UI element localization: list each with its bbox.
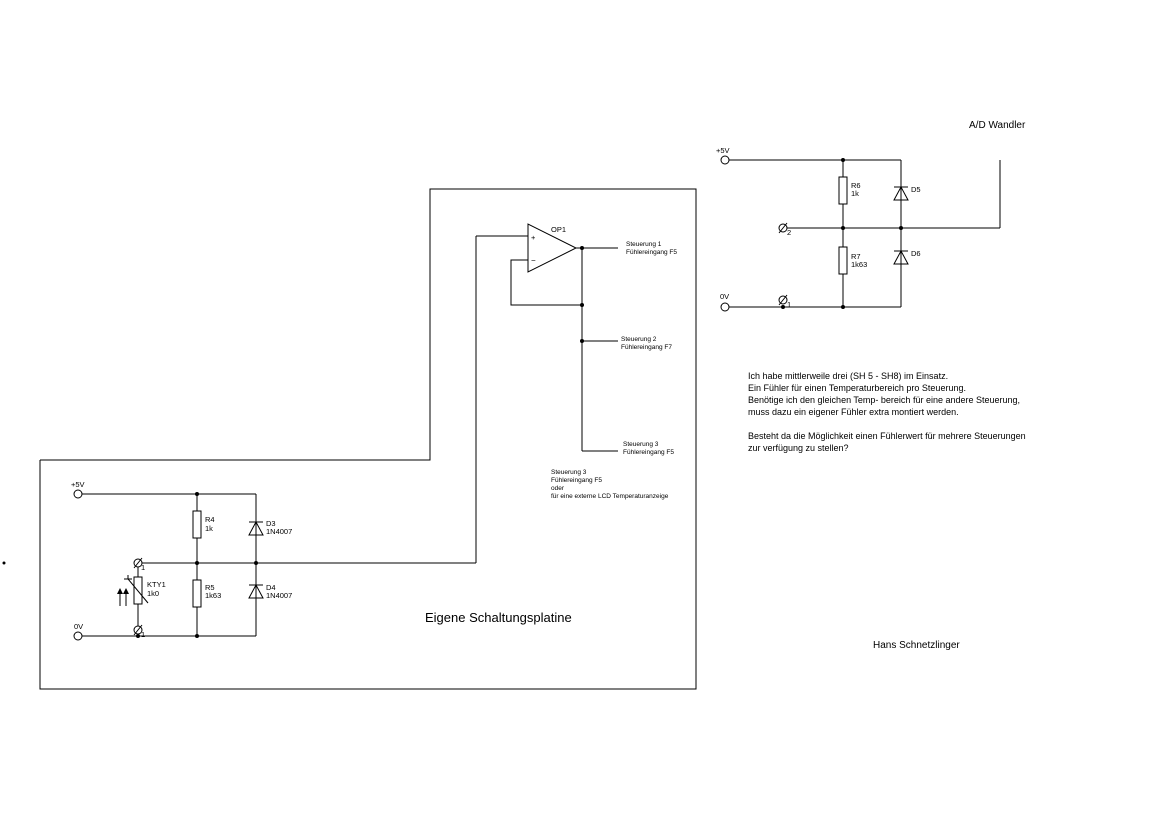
d4-ref: D4	[266, 583, 276, 592]
r6-value: 1k	[851, 189, 859, 198]
question-text: Ich habe mittlerweile drei (SH 5 - SH8) …	[748, 371, 1026, 453]
junction	[841, 305, 845, 309]
pin-top-label: 1	[141, 563, 145, 572]
output1-line1: Steuerung 1	[626, 241, 662, 248]
diode-d5	[893, 185, 909, 201]
opamp-op1	[527, 223, 578, 273]
output2-line2: Fühlereingang F7	[621, 344, 672, 351]
question-line: Besteht da die Möglichkeit einen Fühlerw…	[748, 431, 1026, 441]
diode-d4	[248, 583, 264, 599]
resistor-r4	[192, 510, 202, 539]
r5-value: 1k63	[205, 591, 221, 600]
note-line4: für eine externe LCD Temperaturanzeige	[551, 493, 669, 500]
note-line2: Fühlereingang F5	[551, 477, 602, 484]
r4-ref: R4	[205, 515, 215, 524]
terminal-slash	[133, 624, 143, 636]
junction	[781, 305, 785, 309]
r4-value: 1k	[205, 524, 213, 533]
pin-bottom-label: 1	[141, 630, 145, 639]
question-line: zur verfügung zu stellen?	[748, 443, 849, 453]
board-outline	[39, 188, 697, 690]
terminal-slash	[133, 557, 143, 569]
output3-line2: Fühlereingang F5	[623, 449, 674, 456]
wire-opamp-feedback	[510, 259, 582, 306]
label-plus5v: +5V	[71, 480, 85, 489]
question-line: Ich habe mittlerweile drei (SH 5 - SH8) …	[748, 371, 948, 381]
question-line: muss dazu ein eigener Fühler extra monti…	[748, 407, 959, 417]
r6-ref: R6	[851, 181, 861, 190]
opamp-ref: OP1	[551, 225, 566, 234]
d3-value: 1N4007	[266, 527, 292, 536]
r5-ref: R5	[205, 583, 215, 592]
d4-value: 1N4007	[266, 591, 292, 600]
note-line3: oder	[551, 485, 565, 492]
diode-d3	[248, 520, 264, 536]
adc-terminal-zero-volt[interactable]	[720, 302, 730, 312]
author-name: Hans Schnetzlinger	[873, 640, 960, 651]
terminal-zero-volt[interactable]	[73, 631, 83, 641]
label-zero-volt: 0V	[74, 622, 83, 631]
terminal-slash	[778, 222, 788, 234]
junction	[195, 561, 199, 565]
adc-pin-zero-label: 1	[787, 300, 791, 309]
temperature-arrows-icon	[117, 588, 129, 606]
adc-label-plus5v: +5V	[716, 146, 730, 155]
board-title: Eigene Schaltungsplatine	[425, 610, 572, 625]
junction	[841, 226, 845, 230]
d6-ref: D6	[911, 249, 921, 258]
kty-ref: KTY1	[147, 580, 166, 589]
margin-dot	[2, 561, 6, 565]
resistor-r5	[192, 579, 202, 608]
terminal-slash	[778, 294, 788, 306]
resistor-r6	[838, 176, 848, 205]
adc-title: A/D Wandler	[969, 120, 1026, 131]
question-line: Ein Fühler für einen Temperaturbereich p…	[748, 383, 966, 393]
d3-ref: D3	[266, 519, 276, 528]
resistor-r7	[838, 246, 848, 275]
diode-d6	[893, 249, 909, 265]
r7-ref: R7	[851, 252, 861, 261]
output2-line1: Steuerung 2	[621, 336, 657, 343]
output3-line1: Steuerung 3	[623, 441, 659, 448]
r7-value: 1k63	[851, 260, 867, 269]
adc-terminal-plus5v[interactable]	[720, 155, 730, 165]
kty-value: 1k0	[147, 589, 159, 598]
adc-pin-input-label: 2	[787, 228, 791, 237]
opamp-plus-sign: +	[531, 233, 536, 242]
adc-label-zero-volt: 0V	[720, 292, 729, 301]
d5-ref: D5	[911, 185, 921, 194]
opamp-minus-sign: −	[531, 256, 536, 265]
question-line: Benötige ich den gleichen Temp- bereich …	[748, 395, 1020, 405]
terminal-plus5v[interactable]	[73, 489, 83, 499]
note-line1: Steuerung 3	[551, 469, 587, 476]
junction	[580, 303, 584, 307]
output1-line2: Fühlereingang F5	[626, 249, 677, 256]
